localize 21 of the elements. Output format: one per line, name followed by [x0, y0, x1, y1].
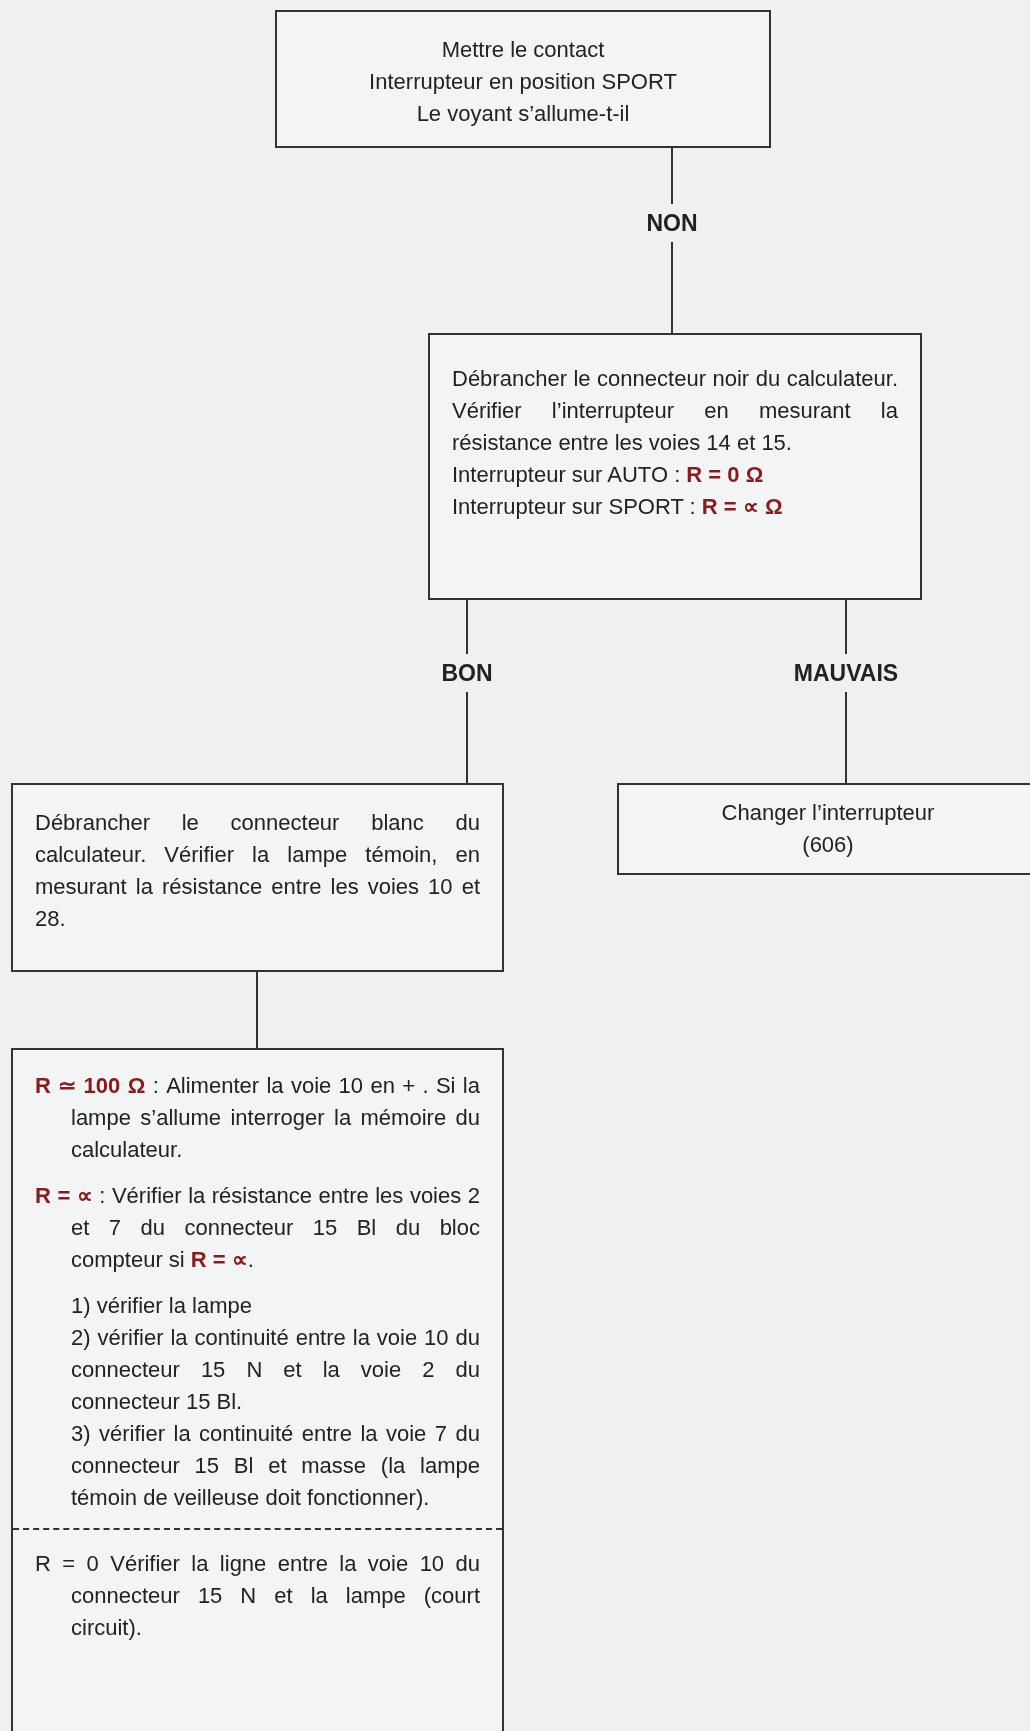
box-text: R = 0 Vérifier la ligne entre la voie 10 du connecteur 15 N et la lampe (court circuit).	[35, 1550, 480, 1642]
box-text: Débrancher le connecteur blanc du calculateur. Vérifier la lampe témoin, en mesurant la résistance entre les voies 10 et 28.	[35, 809, 480, 933]
process-box	[11, 783, 504, 972]
box-text: R = ∝ : Vérifier la résistance entre les voies 2 et 7 du connecteur 15 Bl du bloc compteur si R = ∝.	[35, 1182, 480, 1274]
box-text: Interrupteur en position SPORT	[368, 68, 678, 96]
box-text: Le voyant s’allume-t-il	[415, 100, 631, 128]
box-text: R ≃ 100 Ω : Alimenter la voie 10 en + . Si la lampe s’allume interroger la mémoire du calculateur.	[35, 1072, 480, 1164]
process-box	[617, 783, 1030, 875]
box-text: Mettre le contact	[440, 36, 606, 64]
box-text: 3) vérifier la continuité entre la voie 7 du connecteur 15 Bl et masse (la lampe témoin de veilleuse doit fonctionner).	[70, 1420, 480, 1512]
connector-line	[256, 971, 258, 1049]
box-text: 1) vérifier la lampe	[70, 1292, 253, 1320]
box-text: Interrupteur sur SPORT : R = ∝ Ω	[452, 493, 784, 521]
box-text: Débrancher le connecteur noir du calculateur. Vérifier l’interrupteur en mesurant la résistance entre les voies 14 et 15.	[452, 365, 898, 457]
process-box	[11, 1048, 504, 1731]
process-box	[275, 10, 771, 148]
box-text: Interrupteur sur AUTO : R = 0 Ω	[452, 461, 765, 489]
box-text: 2) vérifier la continuité entre la voie 10 du connecteur 15 N et la voie 2 du connecteur 15 Bl.	[70, 1324, 480, 1416]
box-text: (606)	[801, 831, 855, 859]
box-text: Changer l’interrupteur	[720, 799, 936, 827]
process-box	[428, 333, 922, 600]
